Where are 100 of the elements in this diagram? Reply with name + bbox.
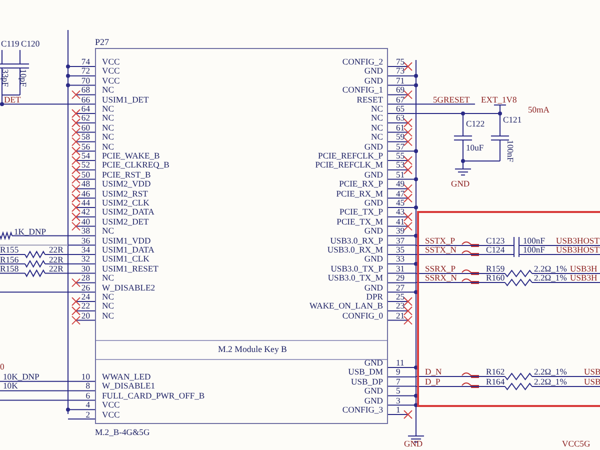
pin-number: 20 xyxy=(81,312,90,320)
net-label: DET xyxy=(4,96,21,104)
net-label: SSRX_P xyxy=(425,264,456,274)
component-value: 22R xyxy=(49,264,64,274)
pin-number: 30 xyxy=(81,264,90,274)
pin-name: USIM1_DET xyxy=(102,95,149,104)
pin-number: 28 xyxy=(81,274,90,282)
pin-number: 24 xyxy=(81,292,90,302)
net-label: USB xyxy=(584,378,600,386)
pin-name: W_DISABLE1 xyxy=(102,382,155,391)
net-label: 5GRESET xyxy=(433,96,470,104)
component-value: 2.2Ω_1% xyxy=(534,368,567,376)
pin-number: 8 xyxy=(86,382,90,391)
pin-name: NC xyxy=(102,104,114,114)
net-label: SSTX_N xyxy=(425,246,457,254)
pin-name: USB_DM xyxy=(348,368,383,377)
pin-name: PCIE_REFCLK_M xyxy=(315,161,383,170)
pin-name: VCC xyxy=(102,67,120,76)
pin-number: 65 xyxy=(396,104,405,114)
component-title: M.2 Module Key B xyxy=(218,345,287,354)
component-ref: R162 xyxy=(486,368,505,376)
pin-name: GND xyxy=(364,67,383,76)
pin-name: USIM1_DATA xyxy=(102,246,154,254)
pin-number: 9 xyxy=(396,368,400,377)
pin-name: PCIE_RX_P xyxy=(339,180,383,188)
pin-name: CONFIG_1 xyxy=(342,86,383,94)
net-label: VCC5G xyxy=(562,440,590,448)
net-label: GND xyxy=(404,440,423,448)
pin-name: VCC xyxy=(102,58,120,66)
pin-number: 61 xyxy=(396,124,405,132)
pin-number: 45 xyxy=(396,198,405,208)
component-value: 100nF xyxy=(523,236,545,246)
pin-name: VCC xyxy=(102,76,120,86)
pin-name: GND xyxy=(364,283,383,292)
pin-number: 11 xyxy=(396,358,404,368)
note-text: 50mA xyxy=(528,106,550,114)
pin-number: 48 xyxy=(81,180,90,188)
component-value: 33pF xyxy=(0,69,10,87)
component-ref: C119 xyxy=(1,40,20,48)
pin-name: NC xyxy=(102,226,114,236)
component-ref: R160 xyxy=(486,274,505,282)
pin-name: RESET xyxy=(356,95,383,104)
pin-name: GND xyxy=(364,358,383,368)
component-ref: C122 xyxy=(466,120,485,128)
component-value: 2.2Ω_1% xyxy=(534,378,567,386)
pin-number: 42 xyxy=(81,208,90,217)
component-ref: R155 xyxy=(0,246,19,254)
component-value: 10uF xyxy=(466,144,484,152)
pin-number: 66 xyxy=(81,95,90,104)
component-ref: C121 xyxy=(503,116,522,124)
pin-number: 75 xyxy=(396,58,405,66)
pin-name: DPR xyxy=(366,292,383,302)
pin-name: GND xyxy=(364,170,383,180)
net-label: USB3H xyxy=(570,264,598,274)
component-value: 100nF xyxy=(506,140,514,162)
pin-name: GND xyxy=(364,255,383,264)
pin-number: 3 xyxy=(396,396,400,405)
pin-name: USIM2_CLK xyxy=(102,198,150,208)
pin-name: NC xyxy=(102,86,114,94)
pin-number: 31 xyxy=(396,264,405,274)
pin-name: WAKE_ON_LAN_B xyxy=(309,302,383,311)
pin-name: USIM1_RESET xyxy=(102,264,158,274)
pin-number: 10 xyxy=(81,372,90,382)
pin-name: CONFIG_3 xyxy=(342,406,383,414)
pin-name: NC xyxy=(102,114,114,123)
pin-number: 38 xyxy=(81,226,90,236)
pin-name: GND xyxy=(364,386,383,396)
pin-number: 23 xyxy=(396,302,405,311)
pin-name: NC xyxy=(102,312,114,320)
pin-name: USIM1_VDD xyxy=(102,236,151,245)
component-ref: R156 xyxy=(0,255,19,264)
pin-number: 21 xyxy=(396,312,405,320)
pin-number: 40 xyxy=(81,218,90,226)
pin-number: 71 xyxy=(396,76,405,86)
pin-number: 27 xyxy=(396,283,405,292)
pin-number: 41 xyxy=(396,218,405,226)
pin-number: 25 xyxy=(396,292,405,302)
pin-name: USIM1_CLK xyxy=(102,255,150,264)
component-designator: P27 xyxy=(95,38,110,47)
pin-number: 52 xyxy=(81,161,90,170)
pin-number: 49 xyxy=(396,180,405,188)
pin-name: USIM2_DET xyxy=(102,218,149,226)
pin-name: PCIE_TX_P xyxy=(340,208,383,217)
pin-number: 58 xyxy=(81,132,90,142)
pin-number: 47 xyxy=(396,189,405,198)
component-value: 10pF xyxy=(18,69,28,87)
pin-name: PCIE_CLKREQ_B xyxy=(102,161,170,170)
pin-name: PCIE_RST_B xyxy=(102,170,151,180)
pin-name: NC xyxy=(371,124,383,132)
pin-number: 22 xyxy=(81,302,90,311)
pin-number: 51 xyxy=(396,170,405,180)
component-ref: R159 xyxy=(486,264,505,274)
pin-name: NC xyxy=(102,142,114,151)
pin-number: 74 xyxy=(81,58,90,66)
pin-name: GND xyxy=(364,396,383,405)
component-ref: C123 xyxy=(486,236,505,246)
pin-name: NC xyxy=(371,114,383,123)
pin-name: USIM2_DATA xyxy=(102,208,154,217)
pin-name: NC xyxy=(371,132,383,142)
net-label: D_P xyxy=(425,378,440,386)
